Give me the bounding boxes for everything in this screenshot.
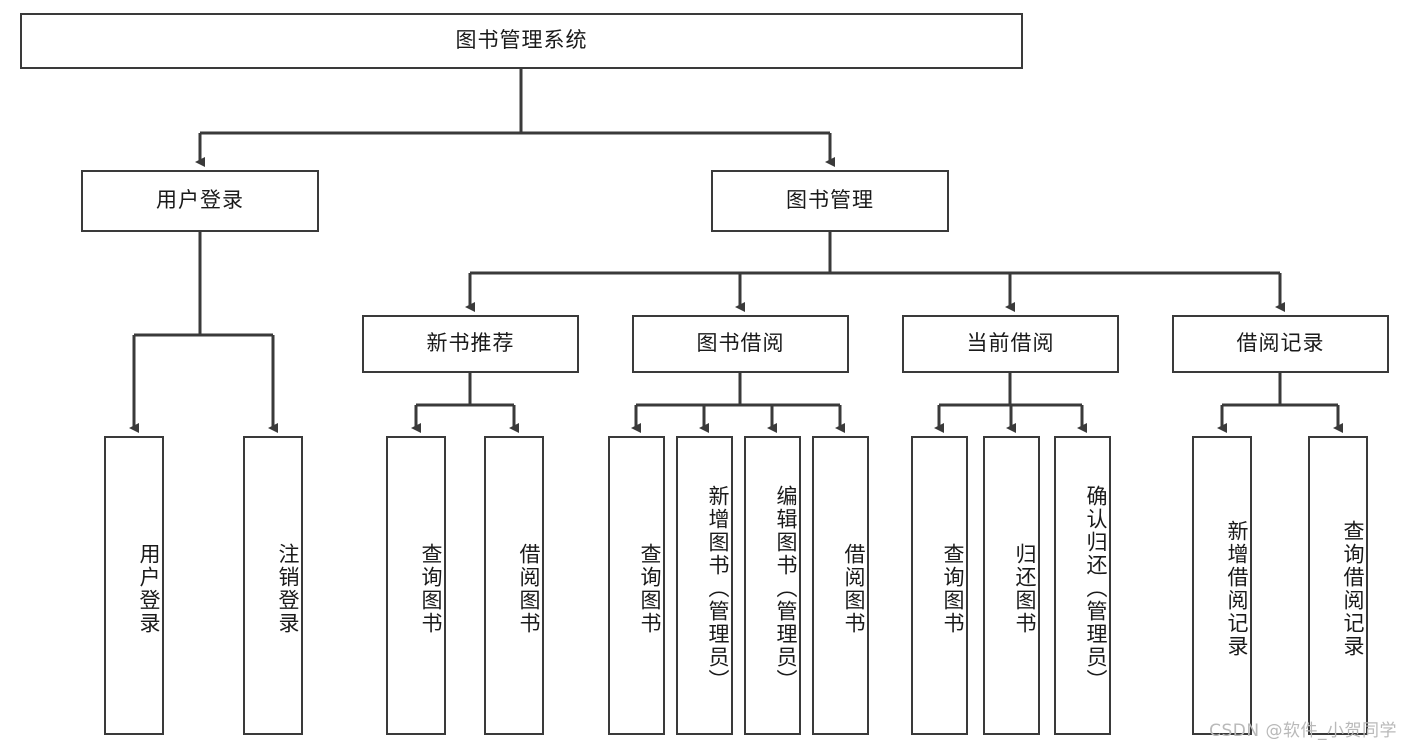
leaf-user-login-label: 用户登录 xyxy=(137,542,161,635)
leaf-query-borrow-record-label: 查询借阅记录 xyxy=(1341,519,1365,658)
node-new-book-recommend-label: 新书推荐 xyxy=(426,331,515,356)
leaf-edit-book-admin-label: 编辑图书（管理员） xyxy=(774,485,798,692)
leaf-add-book-admin[interactable]: 新增图书（管理员） xyxy=(676,436,733,735)
leaf-borrow-book-label: 借阅图书 xyxy=(842,542,866,635)
leaf-user-login[interactable]: 用户登录 xyxy=(104,436,164,735)
leaf-new-book-borrow-label: 借阅图书 xyxy=(517,542,541,635)
node-current-borrow[interactable]: 当前借阅 xyxy=(902,315,1119,373)
leaf-edit-book-admin[interactable]: 编辑图书（管理员） xyxy=(744,436,801,735)
node-borrow-record-label: 借阅记录 xyxy=(1236,331,1325,356)
leaf-current-query-book-label: 查询图书 xyxy=(941,542,965,635)
leaf-borrow-book[interactable]: 借阅图书 xyxy=(812,436,869,735)
leaf-user-logout-label: 注销登录 xyxy=(276,542,300,635)
leaf-add-borrow-record[interactable]: 新增借阅记录 xyxy=(1192,436,1252,735)
leaf-confirm-return-admin-label: 确认归还（管理员） xyxy=(1084,485,1108,692)
node-root-system[interactable]: 图书管理系统 xyxy=(20,13,1023,69)
node-user-login[interactable]: 用户登录 xyxy=(81,170,319,232)
node-book-management-label: 图书管理 xyxy=(786,188,874,213)
node-user-login-label: 用户登录 xyxy=(156,188,244,213)
node-current-borrow-label: 当前借阅 xyxy=(966,331,1055,356)
leaf-add-book-admin-label: 新增图书（管理员） xyxy=(706,485,730,692)
node-borrow-record[interactable]: 借阅记录 xyxy=(1172,315,1389,373)
leaf-return-book[interactable]: 归还图书 xyxy=(983,436,1040,735)
leaf-new-book-borrow[interactable]: 借阅图书 xyxy=(484,436,544,735)
watermark-text: CSDN @软件_小贺同学 xyxy=(1209,721,1397,741)
leaf-current-query-book[interactable]: 查询图书 xyxy=(911,436,968,735)
leaf-new-book-query-label: 查询图书 xyxy=(419,542,443,635)
leaf-query-borrow-record[interactable]: 查询借阅记录 xyxy=(1308,436,1368,735)
leaf-confirm-return-admin[interactable]: 确认归还（管理员） xyxy=(1054,436,1111,735)
leaf-new-book-query[interactable]: 查询图书 xyxy=(386,436,446,735)
leaf-add-borrow-record-label: 新增借阅记录 xyxy=(1225,519,1249,658)
node-new-book-recommend[interactable]: 新书推荐 xyxy=(362,315,579,373)
leaf-return-book-label: 归还图书 xyxy=(1013,542,1037,635)
leaf-user-logout[interactable]: 注销登录 xyxy=(243,436,303,735)
leaf-borrow-query-book-label: 查询图书 xyxy=(638,542,662,635)
node-book-management[interactable]: 图书管理 xyxy=(711,170,949,232)
node-book-borrow-label: 图书借阅 xyxy=(696,331,785,356)
leaf-borrow-query-book[interactable]: 查询图书 xyxy=(608,436,665,735)
node-root-system-label: 图书管理系统 xyxy=(455,28,588,53)
node-book-borrow[interactable]: 图书借阅 xyxy=(632,315,849,373)
